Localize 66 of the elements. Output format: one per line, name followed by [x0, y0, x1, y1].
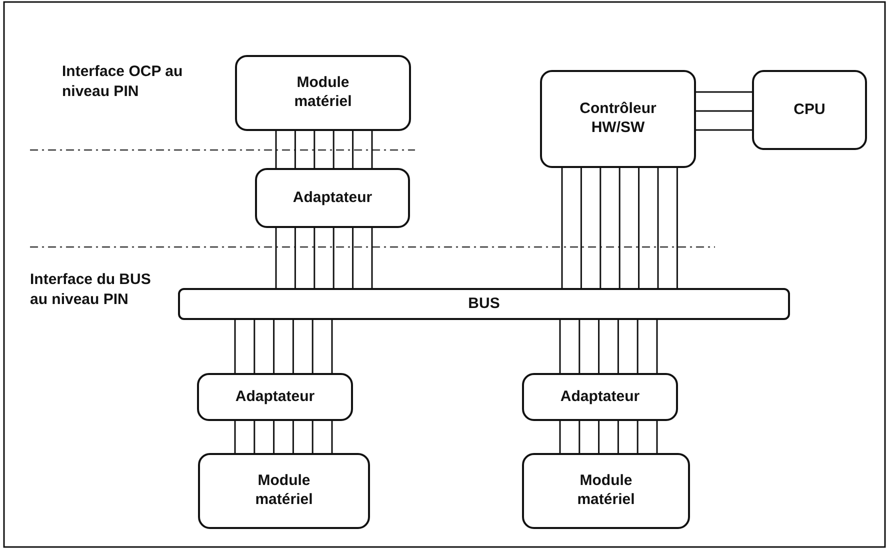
- wire-line: [352, 131, 354, 168]
- bus-bar: [178, 288, 790, 320]
- box-label: Adaptateur: [560, 388, 640, 406]
- adapter-box: [522, 373, 678, 421]
- wire-line: [314, 228, 316, 288]
- wire-line: [294, 228, 296, 288]
- wire-line: [275, 228, 277, 288]
- interface-label: Interface OCP au niveau PIN: [62, 62, 184, 101]
- wire-line: [273, 421, 275, 453]
- adapter-box: [255, 168, 410, 228]
- wire-line: [617, 320, 619, 373]
- wire-line: [578, 320, 580, 373]
- wire-line: [312, 421, 314, 453]
- wire-line: [559, 320, 561, 373]
- wire-line: [273, 320, 275, 373]
- box-label: Module matériel: [293, 74, 353, 112]
- wire-line: [254, 320, 256, 373]
- wire-line: [638, 168, 640, 288]
- wire-line: [371, 131, 373, 168]
- wire-line: [561, 168, 563, 288]
- box-label: CPU: [794, 100, 826, 120]
- wire-line: [656, 320, 658, 373]
- wire-line: [371, 228, 373, 288]
- box-label: Adaptateur: [292, 188, 372, 208]
- wire-line: [331, 421, 333, 453]
- wire-line: [696, 129, 752, 131]
- wire-line: [254, 421, 256, 453]
- box-label: Module matériel: [576, 472, 636, 510]
- module-box: [198, 453, 370, 529]
- wire-line: [275, 131, 277, 168]
- wire-line: [598, 421, 600, 453]
- box-label: Adaptateur: [235, 388, 315, 406]
- wire-line: [676, 168, 678, 288]
- wire-line: [696, 91, 752, 93]
- box-label: Contrôleur HW/SW: [578, 100, 658, 138]
- wire-line: [657, 168, 659, 288]
- wire-line: [234, 320, 236, 373]
- wire-line: [618, 168, 620, 288]
- wire-line: [234, 421, 236, 453]
- wire-line: [636, 421, 638, 453]
- wire-line: [656, 421, 658, 453]
- wire-line: [332, 131, 334, 168]
- wire-line: [559, 421, 561, 453]
- wire-line: [331, 320, 333, 373]
- controller-box: [540, 70, 696, 168]
- box-label: Module matériel: [254, 472, 314, 510]
- wire-line: [352, 228, 354, 288]
- wire-line: [598, 320, 600, 373]
- wire-line: [314, 131, 316, 168]
- cpu-box: [752, 70, 867, 150]
- wire-line: [578, 421, 580, 453]
- wire-line: [636, 320, 638, 373]
- interface-label: Interface du BUS au niveau PIN: [30, 270, 152, 309]
- wire-line: [600, 168, 602, 288]
- module-box: [522, 453, 690, 529]
- wire-line: [292, 421, 294, 453]
- adapter-box: [197, 373, 353, 421]
- wire-line: [294, 131, 296, 168]
- box-label: BUS: [468, 294, 500, 314]
- wire-line: [696, 110, 752, 112]
- wire-line: [312, 320, 314, 373]
- wire-line: [332, 228, 334, 288]
- wire-line: [617, 421, 619, 453]
- wire-line: [580, 168, 582, 288]
- wire-line: [292, 320, 294, 373]
- module-box: [235, 55, 411, 131]
